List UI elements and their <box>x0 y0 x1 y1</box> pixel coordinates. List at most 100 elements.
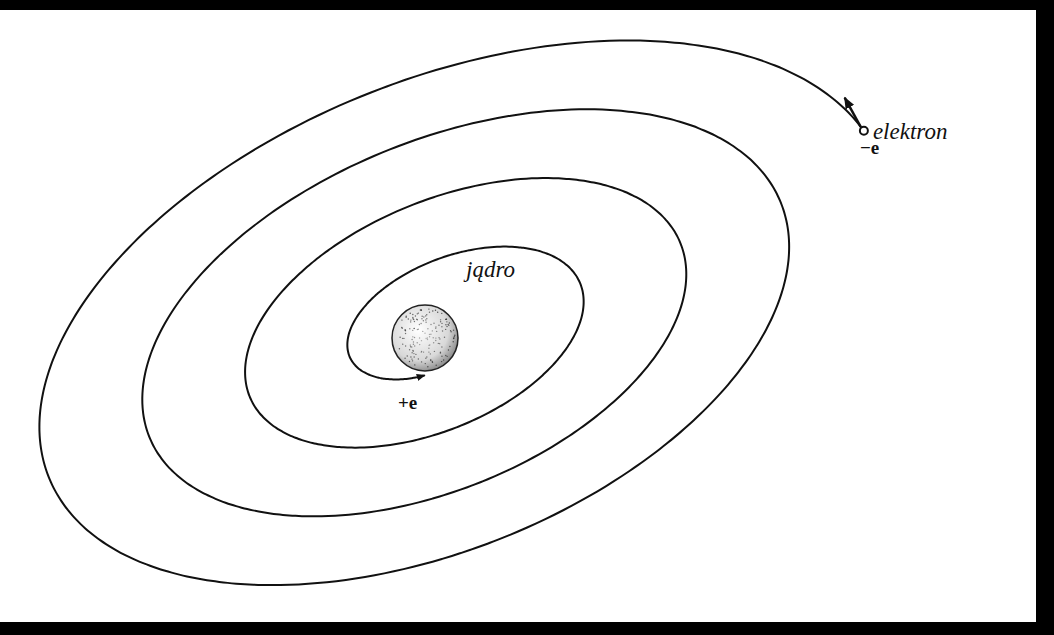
nucleus-stipple <box>429 311 430 312</box>
nucleus-stipple <box>444 337 445 338</box>
nucleus-stipple <box>421 351 422 352</box>
nucleus-stipple <box>430 353 431 354</box>
electron <box>860 127 868 135</box>
nucleus-stipple <box>409 328 410 329</box>
nucleus-stipple <box>404 329 405 330</box>
nucleus-stipple <box>414 321 415 322</box>
nucleus-stipple <box>426 356 427 357</box>
nucleus-stipple <box>433 323 434 324</box>
nucleus-stipple <box>429 334 430 335</box>
nucleus-stipple <box>419 337 420 338</box>
nucleus-stipple <box>450 330 451 331</box>
nucleus-stipple <box>428 348 429 349</box>
nucleus-stipple <box>446 356 447 357</box>
nucleus-stipple <box>420 309 421 310</box>
nucleus-stipple <box>416 319 417 320</box>
nucleus-stipple <box>412 318 413 319</box>
nucleus-stipple <box>430 360 431 361</box>
nucleus-stipple <box>408 318 409 319</box>
nucleus-stipple <box>410 356 411 357</box>
nucleus-stipple <box>401 327 402 328</box>
nucleus-stipple <box>425 338 426 339</box>
nucleus-stipple <box>436 331 437 332</box>
nucleus-stipple <box>401 319 402 320</box>
nucleus-stipple <box>427 339 428 340</box>
nucleus-stipple <box>439 338 440 339</box>
nucleus-stipple <box>434 351 435 352</box>
nucleus-stipple <box>405 329 406 330</box>
nucleus-stipple <box>423 316 424 317</box>
nucleus-stipple <box>426 314 427 315</box>
nucleus-stipple <box>435 326 436 327</box>
paper <box>0 10 1036 622</box>
nucleus-stipple <box>405 333 406 334</box>
nucleus-stipple <box>430 359 431 360</box>
nucleus <box>392 305 458 371</box>
nucleus-stipple <box>454 336 455 337</box>
nucleus-stipple <box>399 337 400 338</box>
nucleus-stipple <box>412 360 413 361</box>
nucleus-stipple <box>426 318 427 319</box>
nucleus-stipple <box>418 329 419 330</box>
nucleus-stipple <box>410 346 411 347</box>
nucleus-stipple <box>440 352 441 353</box>
nucleus-stipple <box>421 361 422 362</box>
nucleus-stipple <box>441 326 442 327</box>
nucleus-stipple <box>425 363 426 364</box>
nucleus-stipple <box>403 338 404 339</box>
nucleus-stipple <box>399 348 400 349</box>
nucleus-stipple <box>402 338 403 339</box>
nucleus-stipple <box>445 329 446 330</box>
nucleus-stipple <box>421 316 422 317</box>
nucleus-stipple <box>435 340 436 341</box>
nucleus-stipple <box>438 343 439 344</box>
nucleus-stipple <box>424 332 425 333</box>
nucleus-stipple <box>429 344 430 345</box>
nucleus-stipple <box>441 313 442 314</box>
electron-label: elektron <box>873 120 948 143</box>
nucleus-stipple <box>442 330 443 331</box>
nucleus-stipple <box>445 319 446 320</box>
nucleus-stipple <box>405 345 406 346</box>
nucleus-stipple <box>413 341 414 342</box>
nucleus-stipple <box>421 309 422 310</box>
nucleus-stipple <box>438 337 439 338</box>
nucleus-stipple <box>447 324 448 325</box>
nucleus-stipple <box>428 351 429 352</box>
nucleus-stipple <box>428 345 429 346</box>
nucleus-stipple <box>446 321 447 322</box>
nucleus-stipple <box>413 350 414 351</box>
nucleus-stipple <box>421 318 422 319</box>
nucleus-stipple <box>413 356 414 357</box>
nucleus-stipple <box>433 337 434 338</box>
nucleus-stipple <box>433 342 434 343</box>
nucleus-stipple <box>413 344 414 345</box>
nucleus-stipple <box>411 358 412 359</box>
nucleus-stipple <box>448 325 449 326</box>
nucleus-stipple <box>435 327 436 328</box>
nucleus-stipple <box>441 356 442 357</box>
nucleus-stipple <box>439 343 440 344</box>
nucleus-stipple <box>423 320 424 321</box>
nucleus-stipple <box>437 312 438 313</box>
nucleus-stipple <box>412 330 413 331</box>
nucleus-stipple <box>417 329 418 330</box>
nucleus-stipple <box>414 364 415 365</box>
nucleus-stipple <box>414 328 415 329</box>
nucleus-stipple <box>423 351 424 352</box>
nucleus-stipple <box>418 312 419 313</box>
nucleus-stipple <box>427 328 428 329</box>
nucleus-stipple <box>430 333 431 334</box>
electron-trajectory <box>39 40 863 585</box>
nucleus-stipple <box>419 344 420 345</box>
nucleus-stipple <box>425 358 426 359</box>
nucleus-stipple <box>428 308 429 309</box>
nucleus-stipple <box>432 330 433 331</box>
nucleus-stipple <box>417 342 418 343</box>
nucleus-stipple <box>420 323 421 324</box>
nucleus-stipple <box>453 341 454 342</box>
nucleus-stipple <box>412 314 413 315</box>
nucleus-stipple <box>440 352 441 353</box>
nucleus-stipple <box>410 344 411 345</box>
